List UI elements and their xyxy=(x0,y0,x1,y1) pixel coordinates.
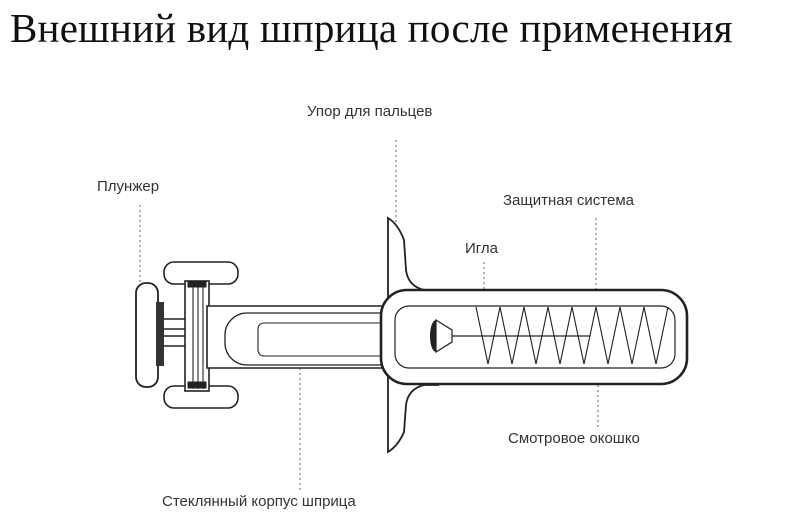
label-finger-flange: Упор для пальцев xyxy=(307,103,433,120)
plunger-thumb-disc xyxy=(135,282,159,388)
safety-system xyxy=(379,288,689,386)
plunger xyxy=(135,261,239,409)
label-viewing-window: Смотровое окошко xyxy=(508,430,640,447)
label-needle: Игла xyxy=(465,240,499,257)
label-plunger: Плунжер xyxy=(97,178,160,195)
spring xyxy=(475,306,669,365)
glass-barrel xyxy=(206,305,426,369)
label-safety-system: Защитная система xyxy=(503,192,634,209)
label-glass-barrel: Стеклянный корпус шприца xyxy=(162,493,356,510)
page-title: Внешний вид шприца после применения xyxy=(10,5,733,51)
glass-barrel-window xyxy=(257,322,389,357)
